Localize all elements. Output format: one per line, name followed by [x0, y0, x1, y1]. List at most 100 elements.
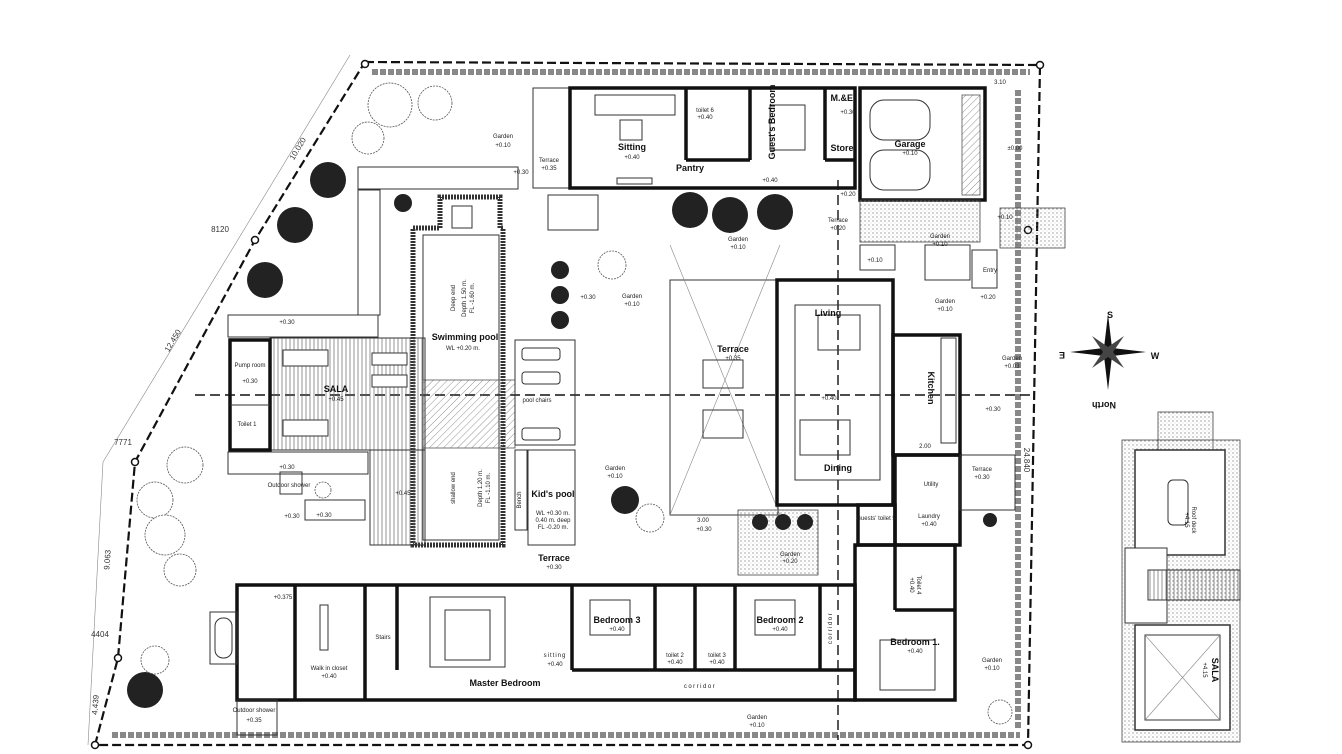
- room-label: Guests' toilet 5: [856, 516, 896, 522]
- room-label: Garden: [747, 715, 767, 721]
- room-label: Dining: [824, 463, 852, 473]
- room-label: Garage: [894, 139, 925, 149]
- room-label: Bedroom 1.: [890, 637, 940, 647]
- level-label: +0.10: [607, 474, 623, 480]
- dimension-label: 12.450: [163, 327, 184, 353]
- tree-icon: [247, 262, 283, 298]
- room-label: Garden: [780, 552, 800, 558]
- tree-icon: [987, 699, 1013, 725]
- level-label: +0.35: [725, 356, 741, 362]
- level-tags: +0.30 +0.30 +0.40 +0.20 +0.10 +0.10 +0.3…: [279, 146, 1023, 533]
- room-label: Garden: [935, 299, 955, 305]
- room-label: Kid's pool: [531, 489, 574, 499]
- room-label: Garden: [930, 234, 950, 240]
- pool-note: FL -1.10 m.: [486, 472, 492, 503]
- room-label: Living: [815, 308, 842, 318]
- room-label: Terrace: [972, 467, 993, 473]
- compass-west: W: [1151, 351, 1160, 361]
- room-label: Garden: [493, 134, 513, 140]
- roof-plan: [1121, 411, 1241, 743]
- tree-icon: [797, 514, 813, 530]
- room-label: Bedroom 3: [593, 615, 640, 625]
- tree-icon: [367, 82, 413, 128]
- level-label: +0.10: [749, 723, 765, 729]
- level-label: +0.10: [937, 307, 953, 313]
- sala-deck: [228, 337, 426, 546]
- room-label: Roof deck: [1190, 506, 1196, 534]
- compass-east: E: [1059, 350, 1065, 360]
- garden-bed-entry: [999, 207, 1066, 249]
- room-label: toilet 6: [696, 108, 714, 114]
- tree-icon: [597, 250, 627, 280]
- dimension-label: 24.840: [1022, 448, 1031, 473]
- level-label: +0.30: [546, 565, 562, 571]
- compass-rose-icon: [1070, 314, 1146, 390]
- dimension-label: 7771: [114, 438, 132, 447]
- level-label: +0.40: [762, 178, 778, 184]
- dimension-label: 10.020: [288, 135, 309, 161]
- pool-note: 0.40 m. deep: [535, 518, 571, 524]
- room-label: toilet 3: [708, 653, 726, 659]
- tree-icon: [551, 286, 569, 304]
- room-label: Bedroom 2: [756, 615, 803, 625]
- room-label: Guest's Bedroom: [767, 85, 777, 160]
- room-label: Terrace: [717, 344, 749, 354]
- tree-icon: [752, 514, 768, 530]
- trees: [127, 82, 1013, 725]
- room-label: Garden: [622, 294, 642, 300]
- level-label: +0.40: [772, 627, 788, 633]
- tree-icon: [611, 486, 639, 514]
- room-label: pool chairs: [522, 398, 551, 404]
- tree-icon: [712, 197, 748, 233]
- room-label: Swimming pool: [432, 332, 499, 342]
- tree-icon: [163, 553, 197, 587]
- tree-icon: [417, 85, 453, 121]
- level-label: +0.10: [932, 242, 948, 248]
- level-label: WL +0.20 m.: [446, 346, 480, 352]
- tree-icon: [127, 672, 163, 708]
- level-label: +0.40: [609, 627, 625, 633]
- room-label: Utility: [924, 482, 939, 488]
- level-label: +4.15: [1201, 662, 1207, 678]
- tree-icon: [140, 645, 170, 675]
- level-label: ±0.00: [1008, 146, 1024, 152]
- level-label: +0.45: [328, 397, 344, 403]
- level-label: +0.20: [782, 559, 798, 565]
- level-label: +0.30: [840, 110, 856, 116]
- tree-icon: [351, 121, 385, 155]
- level-label: +4.15: [1183, 512, 1189, 528]
- garden-bed-top: [859, 199, 981, 243]
- dimension-label: 8120: [211, 225, 229, 234]
- level-label: +0.40: [921, 522, 937, 528]
- tree-icon: [635, 503, 665, 533]
- tree-icon: [314, 481, 332, 499]
- room-label: Toilet 1: [237, 422, 257, 428]
- room-label: Terrace: [828, 218, 849, 224]
- room-label: corridor: [828, 612, 834, 644]
- room-label: Kitchen: [926, 371, 936, 404]
- room-labels: Garden +0.10 Terrace +0.35 Sitting +0.40…: [233, 85, 1220, 729]
- room-label: toilet 2: [666, 653, 684, 659]
- level-label: +0.30: [279, 465, 295, 471]
- level-label: +0.30: [580, 295, 596, 301]
- level-label: +0.30: [284, 514, 300, 520]
- pool-note: FL -0.20 m.: [538, 525, 569, 531]
- bedroom-wing: [209, 543, 957, 736]
- level-label: +0.20: [980, 295, 996, 301]
- level-label: +0.375: [274, 595, 293, 601]
- dimension-label: 3.00: [697, 518, 709, 524]
- paving: [227, 166, 599, 521]
- room-label: Walk in closet: [311, 666, 348, 672]
- tree-icon: [551, 311, 569, 329]
- level-label: +0.40: [624, 155, 640, 161]
- room-label: Store: [830, 143, 853, 153]
- dimension-label: 4.439: [90, 694, 100, 715]
- tree-icon: [394, 194, 412, 212]
- level-label: +0.40: [547, 662, 563, 668]
- tree-icon: [983, 513, 997, 527]
- tree-icon: [775, 514, 791, 530]
- level-label: +0.40: [697, 115, 713, 121]
- hedge-row: [112, 69, 1030, 738]
- room-label: sitting: [544, 653, 567, 659]
